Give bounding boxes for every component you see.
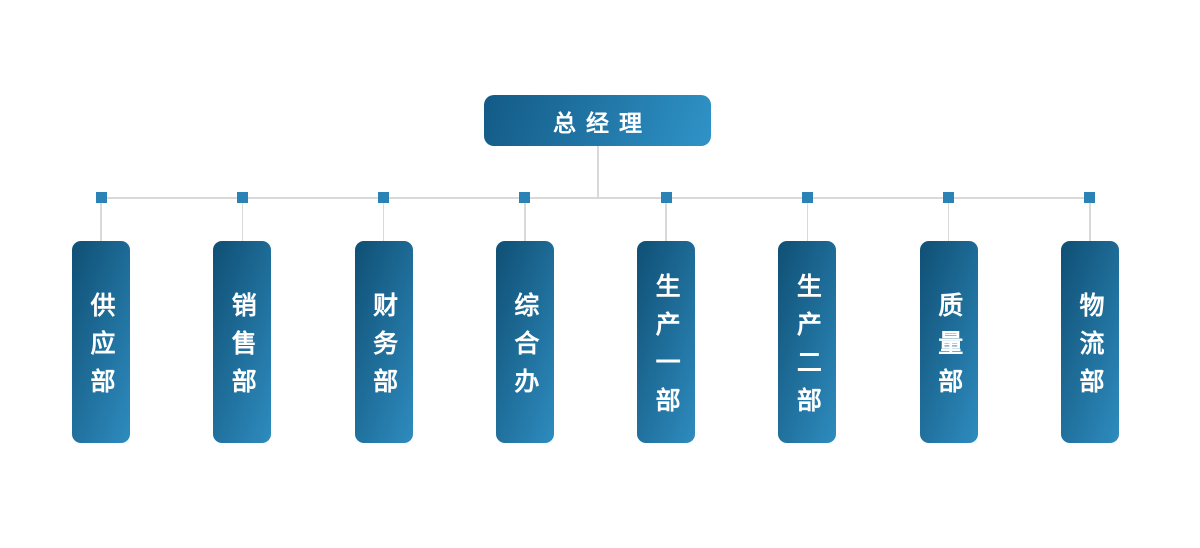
connector-node-square (95, 192, 107, 203)
org-node-department-label: 质量部 (934, 291, 963, 406)
org-node-department-label: 物流部 (1075, 291, 1104, 406)
connector-department-stub (1089, 203, 1091, 241)
department-column-1: 供应部 (72, 192, 130, 443)
department-column-6: 生产二部 (778, 192, 837, 443)
department-column-8: 物流部 (1060, 192, 1119, 443)
connector-node-square (236, 192, 248, 203)
connector-department-stub (665, 203, 667, 241)
department-column-3: 财务部 (354, 192, 413, 443)
connector-root-stub (597, 146, 599, 198)
org-node-department: 财务部 (354, 241, 413, 443)
org-node-department-label: 销售部 (228, 291, 257, 406)
org-node-department-label: 财务部 (369, 291, 398, 406)
org-node-department: 销售部 (213, 241, 272, 443)
connector-node-square (660, 192, 672, 203)
org-node-department-label: 供应部 (87, 291, 115, 406)
org-node-department: 生产一部 (637, 241, 696, 443)
org-node-department-label: 综合办 (510, 291, 539, 406)
department-column-2: 销售部 (213, 192, 272, 443)
connector-horizontal-line (101, 197, 1091, 199)
org-node-department: 综合办 (495, 241, 554, 443)
org-node-department: 生产二部 (778, 241, 837, 443)
connector-department-stub (241, 203, 244, 241)
org-node-root-label: 总经理 (553, 109, 652, 136)
connector-department-stub (806, 203, 809, 241)
org-node-department-label: 生产一部 (652, 272, 681, 425)
connector-department-stub (100, 203, 102, 241)
connector-node-square (943, 192, 955, 203)
org-node-department-label: 生产二部 (793, 272, 822, 425)
connector-department-stub (947, 203, 950, 241)
org-node-department: 供应部 (72, 241, 130, 443)
department-column-4: 综合办 (495, 192, 554, 443)
connector-node-square (519, 192, 531, 203)
department-column-7: 质量部 (919, 192, 978, 443)
org-node-department: 物流部 (1060, 241, 1119, 443)
connector-node-square (378, 192, 390, 203)
connector-node-square (1084, 192, 1096, 203)
org-node-department: 质量部 (919, 241, 978, 443)
connector-department-stub (382, 203, 385, 241)
org-node-root: 总经理 (484, 95, 711, 146)
connector-node-square (801, 192, 813, 203)
departments-row: 供应部 销售部 财务部 综合办 生产一部 (72, 192, 1119, 443)
department-column-5: 生产一部 (637, 192, 696, 443)
connector-department-stub (524, 203, 526, 241)
